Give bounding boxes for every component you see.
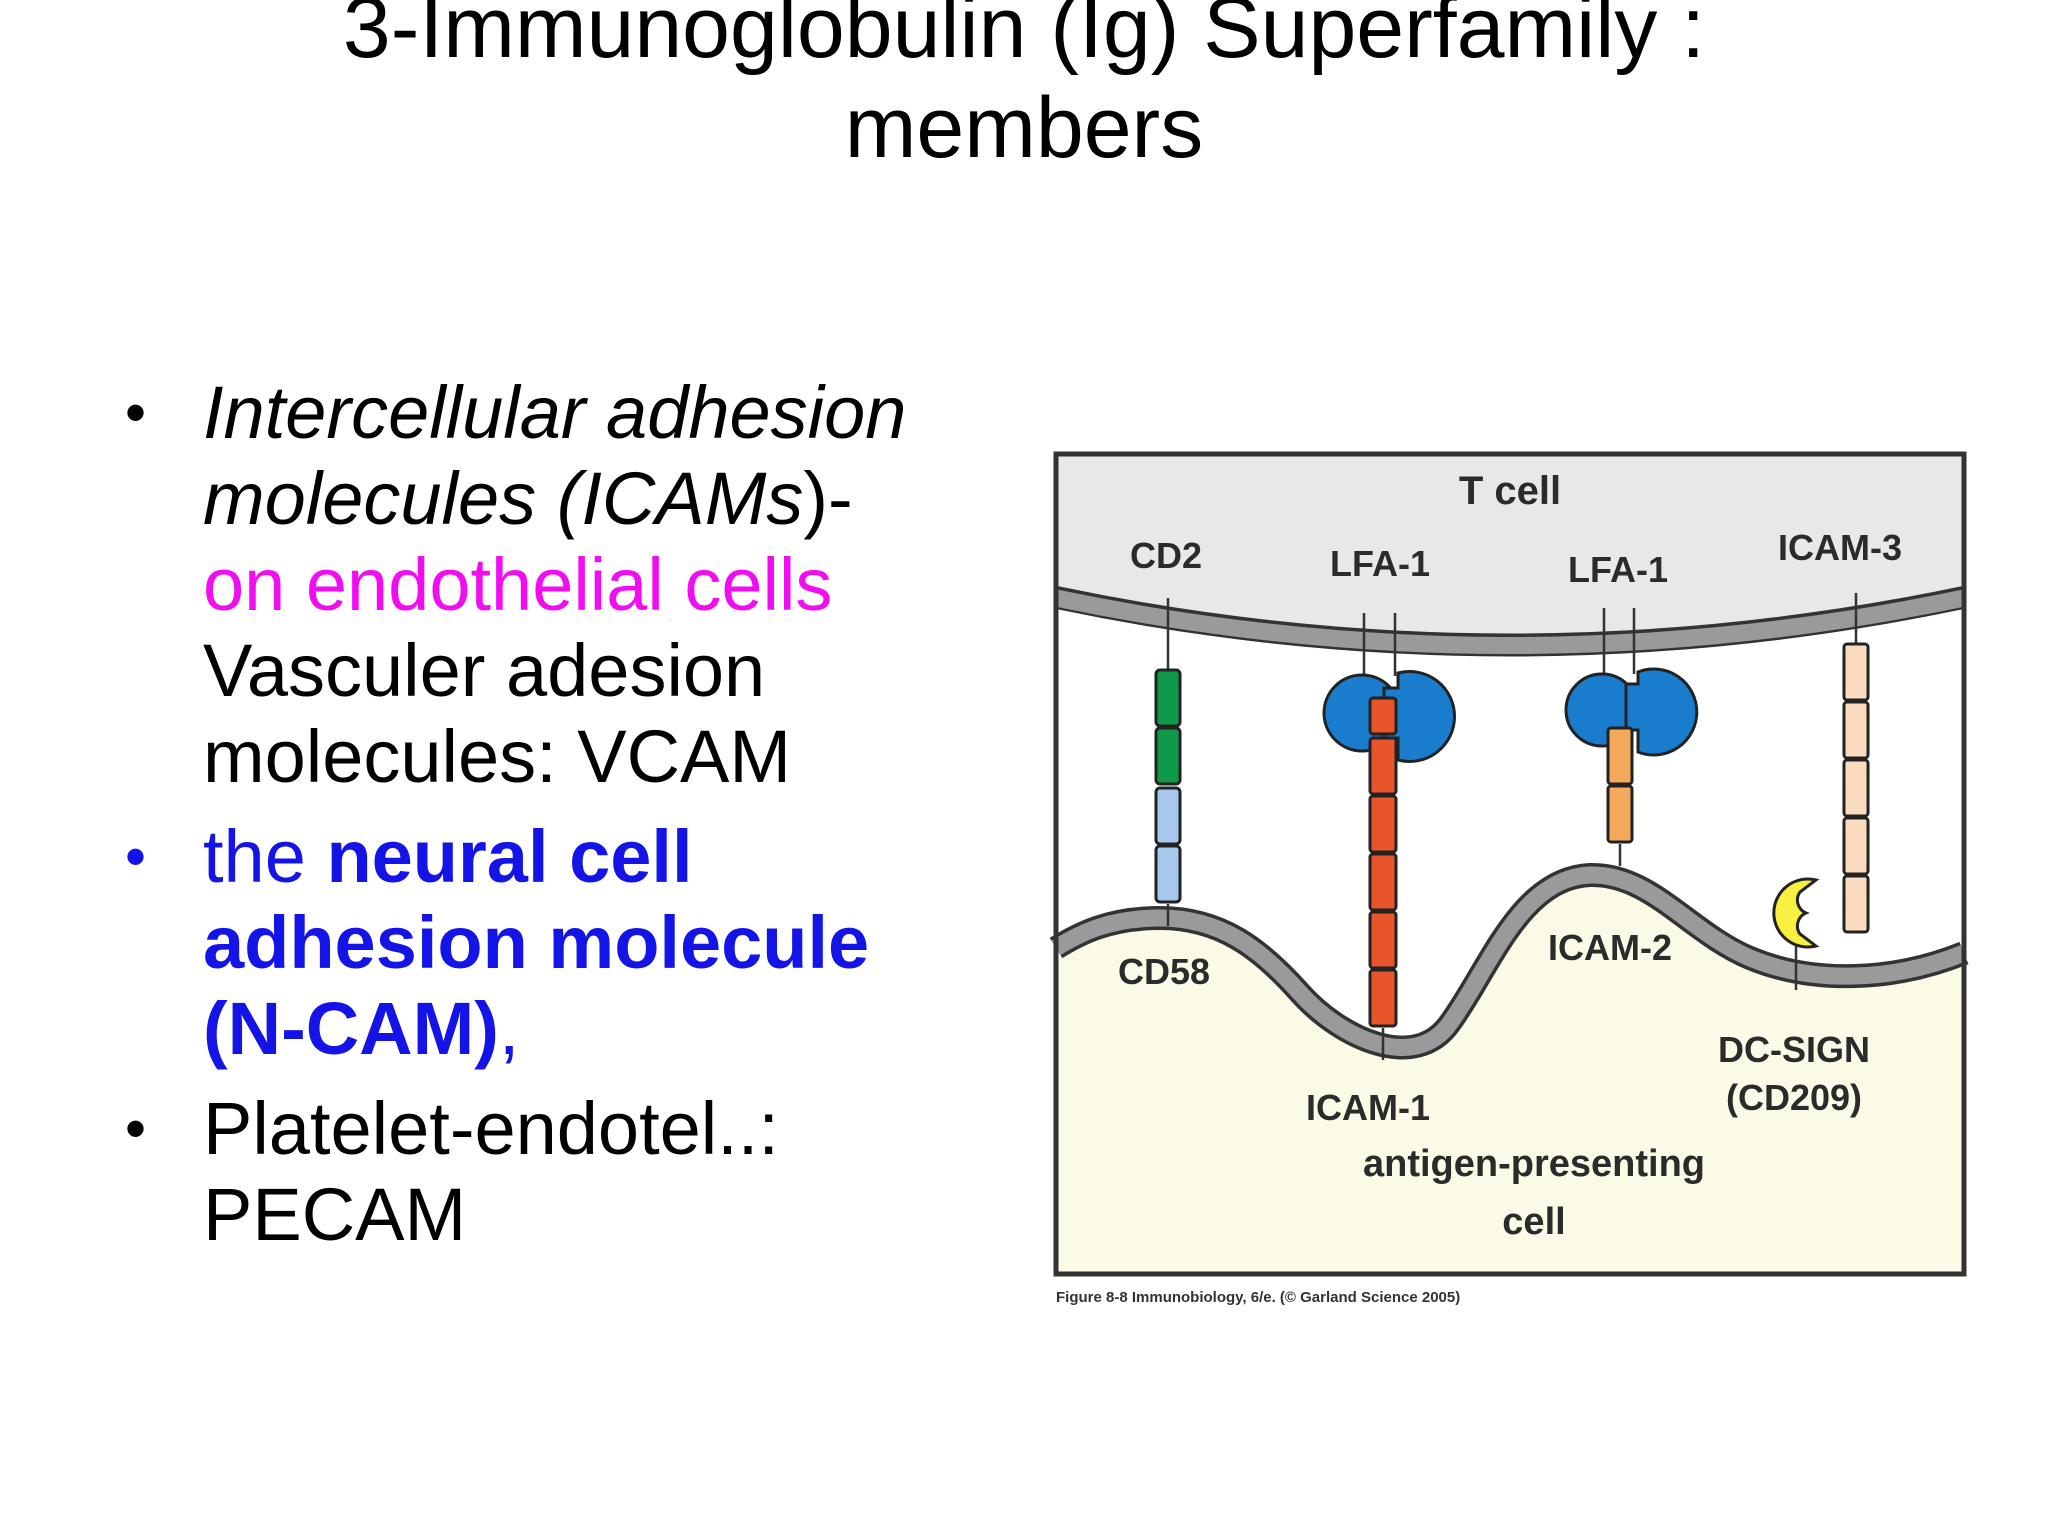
t-cell-membrane: [1054, 589, 1966, 654]
icam1-domain: [1368, 852, 1398, 912]
bullet-text-bold: (N-CAM): [203, 987, 499, 1070]
apc-label: antigen-presenting: [1363, 1143, 1705, 1185]
figure-svg: T cell CD2 LFA-1 LFA-1 ICAM-3 CD58 ICAM-…: [1050, 451, 1969, 1306]
cd2-domain: [1154, 726, 1182, 786]
cd58-label: CD58: [1118, 951, 1210, 992]
bullet-text: ,: [498, 987, 520, 1070]
bullet-text: the: [203, 815, 327, 898]
lfa1-beta-subunit: [1382, 670, 1457, 763]
t-cell-region: [1056, 454, 1964, 646]
bullet-text: PECAM: [203, 1173, 467, 1256]
icam3-domain: [1842, 758, 1870, 818]
bullet-text: Intercellular adhesion: [203, 371, 907, 454]
bullet-text: Vasculer adesion: [203, 629, 766, 712]
title-line-1: 3-Immunoglobulin (Ig) Superfamily :: [342, 0, 1706, 76]
apc-membrane: [1051, 866, 1968, 1056]
t-cell-label: T cell: [1459, 469, 1561, 513]
icam1-domain: [1368, 736, 1398, 796]
icam3-domain: [1842, 816, 1870, 876]
bullet-text-bold: neural cell: [326, 815, 693, 898]
icam3-domain: [1842, 642, 1870, 702]
bullet-text-highlight: on endothelial cells: [203, 543, 833, 626]
bullet-icams: • Intercellular adhesion molecules (ICAM…: [115, 370, 995, 800]
bullet-text: molecules (ICAMs: [203, 457, 804, 540]
cd58-domain: [1154, 786, 1182, 846]
icam1-domain: [1368, 696, 1398, 736]
icam1-domain: [1368, 968, 1398, 1028]
bullet-text: )-: [803, 457, 853, 540]
bullet-marker: •: [125, 823, 147, 890]
icam3-domain: [1842, 874, 1870, 934]
figure-frame: [1053, 451, 1967, 1277]
bullet-marker: •: [125, 379, 147, 446]
apc-label: cell: [1502, 1201, 1565, 1243]
icam1-domain: [1368, 910, 1398, 970]
slide-title: 3-Immunoglobulin (Ig) Superfamily : memb…: [0, 0, 2048, 178]
icam2-domain: [1606, 726, 1634, 786]
dc-sign-label: DC-SIGN: [1718, 1029, 1870, 1070]
lfa1-label: LFA-1: [1568, 549, 1668, 590]
bullet-pecam: • Platelet-endotel..: PECAM: [115, 1086, 995, 1258]
dc-sign-lectin: [1772, 877, 1820, 949]
cd2-label: CD2: [1130, 535, 1202, 576]
intercellular-space: [1056, 609, 1964, 1048]
icam2-domain: [1606, 784, 1634, 844]
title-line-2: members: [844, 80, 1204, 176]
icam1-domain: [1368, 794, 1398, 854]
bullet-text: molecules: VCAM: [203, 715, 792, 798]
bullet-text: Platelet-endotel..:: [203, 1087, 779, 1170]
icam1-label: ICAM-1: [1306, 1087, 1430, 1128]
cd2-domain: [1154, 668, 1182, 728]
bullet-text-bold: adhesion molecule: [203, 901, 870, 984]
bullet-ncam: • the neural cell adhesion molecule (N-C…: [115, 814, 995, 1072]
icam3-label: ICAM-3: [1778, 527, 1902, 568]
icam3-domain: [1842, 700, 1870, 760]
bullet-list: • Intercellular adhesion molecules (ICAM…: [115, 370, 995, 1272]
lfa1-label: LFA-1: [1330, 543, 1430, 584]
lfa1-beta-subunit: [1624, 667, 1699, 757]
icam2-label: ICAM-2: [1548, 927, 1672, 968]
bullet-marker: •: [125, 1095, 147, 1162]
cd58-domain: [1154, 844, 1182, 904]
dc-sign-label: (CD209): [1726, 1077, 1862, 1118]
figure-caption: Figure 8-8 Immunobiology, 6/e. (© Garlan…: [1056, 1289, 1460, 1306]
adhesion-molecules-figure: T cell CD2 LFA-1 LFA-1 ICAM-3 CD58 ICAM-…: [1050, 448, 1970, 1308]
